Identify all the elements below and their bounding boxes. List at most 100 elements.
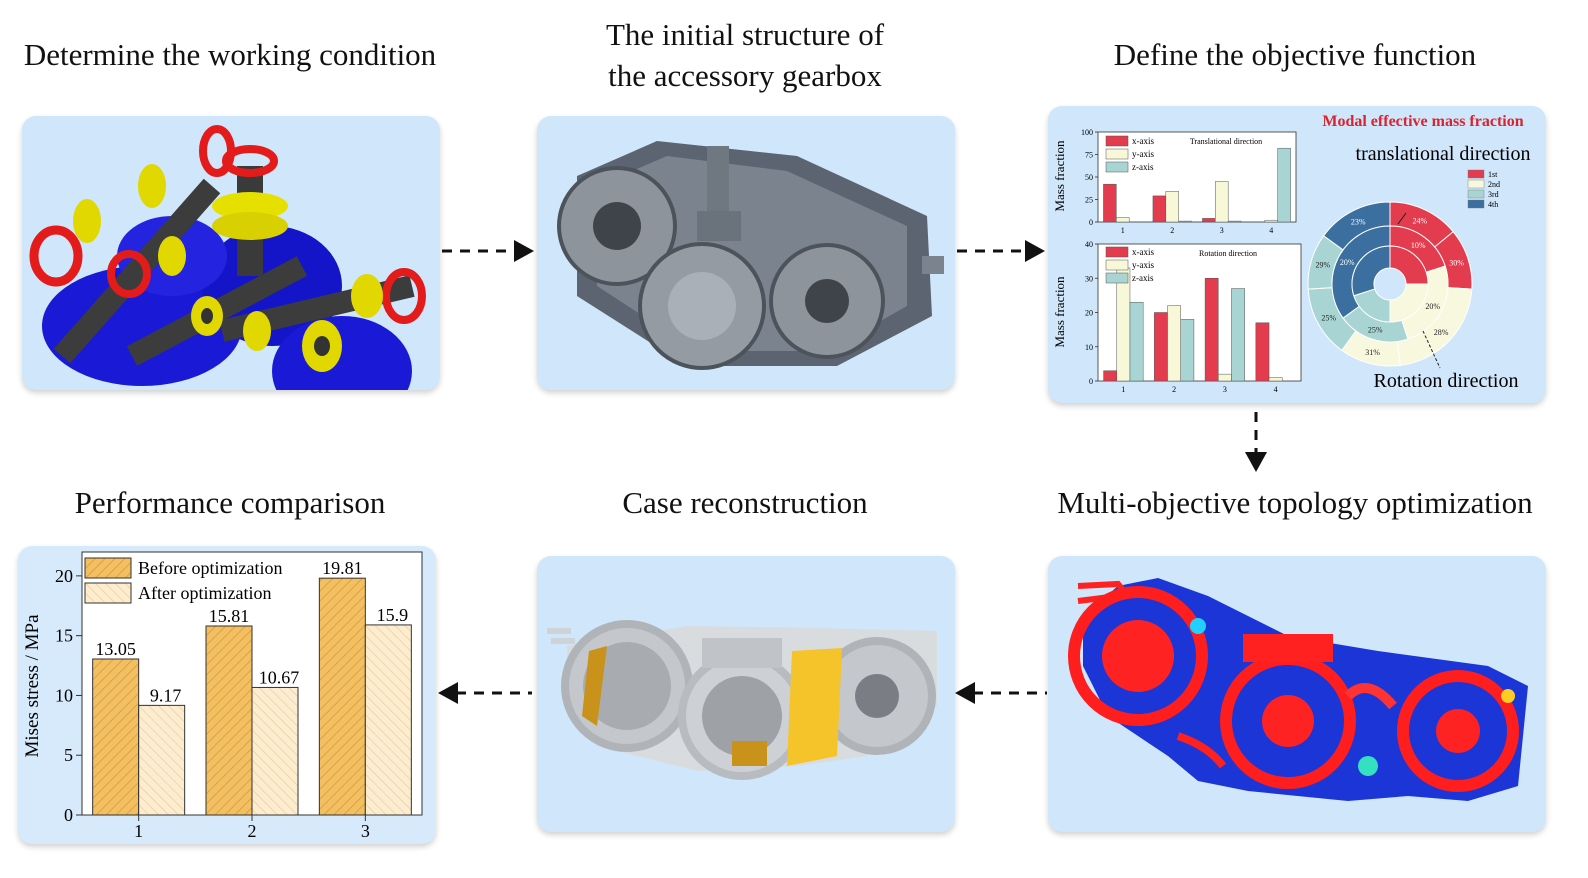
arrow-step1-to-step2 xyxy=(442,240,534,262)
y-tick-label: 15 xyxy=(55,626,73,646)
translational-direction-label: translational direction xyxy=(1356,143,1531,165)
y-tick-label: 20 xyxy=(1085,309,1093,318)
y-tick-label: 5 xyxy=(64,745,73,765)
donut-legend-swatch xyxy=(1467,169,1485,179)
step4-title: Multi-objective topology optimization xyxy=(1057,485,1533,520)
bar-y-axis xyxy=(1218,373,1232,382)
gearbox-illustration xyxy=(557,141,944,370)
donut-legend-swatch xyxy=(1467,199,1485,209)
y-tick-label: 0 xyxy=(1089,377,1093,386)
translational-pointer xyxy=(1397,212,1407,225)
bar-z-axis xyxy=(1178,220,1192,223)
bar-after-optimization xyxy=(364,624,412,816)
step3-title: Define the objective function xyxy=(1113,37,1477,72)
step2-title-line2: the accessory gearbox xyxy=(608,58,882,93)
legend-label: x-axis xyxy=(1132,247,1154,257)
legend-label: Before optimization xyxy=(138,558,282,578)
y-tick-label: 40 xyxy=(1085,240,1093,249)
modal-donut-chart: 24%30%28%31%25%29%23%10%20%25%20% xyxy=(1307,201,1473,367)
bar-value-label: 13.05 xyxy=(95,639,136,659)
rotation-ylabel: Mass fraction xyxy=(1052,276,1067,348)
legend-swatch xyxy=(1105,148,1129,160)
y-tick-label: 100 xyxy=(1081,128,1093,137)
bar-value-label: 15.81 xyxy=(209,606,250,626)
y-tick-label: 50 xyxy=(1085,173,1093,182)
step2-title: The initial structure of the accessory g… xyxy=(515,14,975,96)
arrow-step2-to-step3 xyxy=(957,240,1045,262)
legend-swatch xyxy=(84,557,132,579)
legend-label: z-axis xyxy=(1132,162,1154,172)
bar-x-axis xyxy=(1202,218,1216,223)
step1-title: Determine the working condition xyxy=(23,37,437,72)
gear-train-panel xyxy=(22,116,440,390)
x-tick-label: 4 xyxy=(1269,226,1273,235)
step6-title: Performance comparison xyxy=(74,485,386,520)
bar-z-axis xyxy=(1180,319,1195,382)
rotation-title: Rotation direction xyxy=(1199,249,1257,258)
bar-y-axis xyxy=(1215,181,1229,223)
donut-pct-label: 31% xyxy=(1365,348,1380,357)
x-tick-label: 2 xyxy=(1170,226,1174,235)
donut-pct-label: 28% xyxy=(1434,328,1449,337)
donut-legend-label: 4th xyxy=(1488,200,1498,209)
y-tick-label: 0 xyxy=(64,805,73,825)
bar-y-axis xyxy=(1165,191,1179,223)
y-tick-label: 0 xyxy=(1089,218,1093,227)
y-tick-label: 10 xyxy=(1085,343,1093,352)
donut-pct-label: 20% xyxy=(1340,258,1355,267)
reconstruction-illustration xyxy=(547,620,937,780)
y-tick-label: 25 xyxy=(1085,196,1093,205)
x-tick-label: 3 xyxy=(1220,226,1224,235)
bar-value-label: 15.9 xyxy=(377,605,409,625)
donut-pct-label: 23% xyxy=(1351,218,1366,227)
bar-after-optimization xyxy=(251,686,299,816)
legend-label: y-axis xyxy=(1132,260,1154,270)
x-tick-label: 1 xyxy=(1121,385,1125,394)
x-tick-label: 3 xyxy=(1223,385,1227,394)
step5-title: Case reconstruction xyxy=(622,485,868,520)
x-tick-label: 1 xyxy=(134,821,143,841)
bar-z-axis xyxy=(1231,288,1245,382)
gearbox-panel xyxy=(537,116,955,390)
bar-x-axis xyxy=(1103,183,1117,223)
legend-label: y-axis xyxy=(1132,149,1154,159)
gear-train-illustration xyxy=(29,125,426,390)
step2-title-line1: The initial structure of xyxy=(605,17,885,52)
legend-swatch xyxy=(1105,272,1129,284)
rotation-pointer xyxy=(1422,330,1441,369)
bar-x-axis xyxy=(1154,312,1168,382)
bar-x-axis xyxy=(1103,370,1118,382)
topology-panel xyxy=(1048,556,1546,832)
bar-before-optimization xyxy=(92,658,140,816)
donut-pct-label: 30% xyxy=(1449,258,1464,267)
y-tick-label: 30 xyxy=(1085,274,1093,283)
bar-z-axis xyxy=(1227,220,1242,223)
translational-title: Translational direction xyxy=(1190,137,1262,146)
donut-pct-label: 10% xyxy=(1411,241,1426,250)
performance-chart: 05101520113.059.17215.8110.67319.8115.9B… xyxy=(22,551,423,841)
bar-y-axis xyxy=(1167,305,1181,382)
topology-illustration xyxy=(1068,578,1528,801)
legend-swatch xyxy=(1105,259,1129,271)
bar-before-optimization xyxy=(205,625,253,816)
arrow-step5-to-step6 xyxy=(438,682,532,704)
bar-y-axis xyxy=(1116,267,1131,382)
legend-label: After optimization xyxy=(138,583,271,603)
arrow-step4-to-step5 xyxy=(955,682,1047,704)
performance-ylabel: Mises stress / MPa xyxy=(22,614,43,758)
reconstruction-panel xyxy=(537,556,955,832)
bar-x-axis xyxy=(1152,195,1167,223)
bar-z-axis xyxy=(1277,147,1291,223)
bar-x-axis xyxy=(1255,322,1270,382)
x-tick-label: 2 xyxy=(248,821,257,841)
bar-y-axis xyxy=(1116,217,1130,223)
legend-swatch xyxy=(1105,246,1129,258)
legend-swatch xyxy=(1105,135,1129,147)
bar-value-label: 9.17 xyxy=(150,685,182,705)
donut-legend-label: 2nd xyxy=(1488,180,1500,189)
